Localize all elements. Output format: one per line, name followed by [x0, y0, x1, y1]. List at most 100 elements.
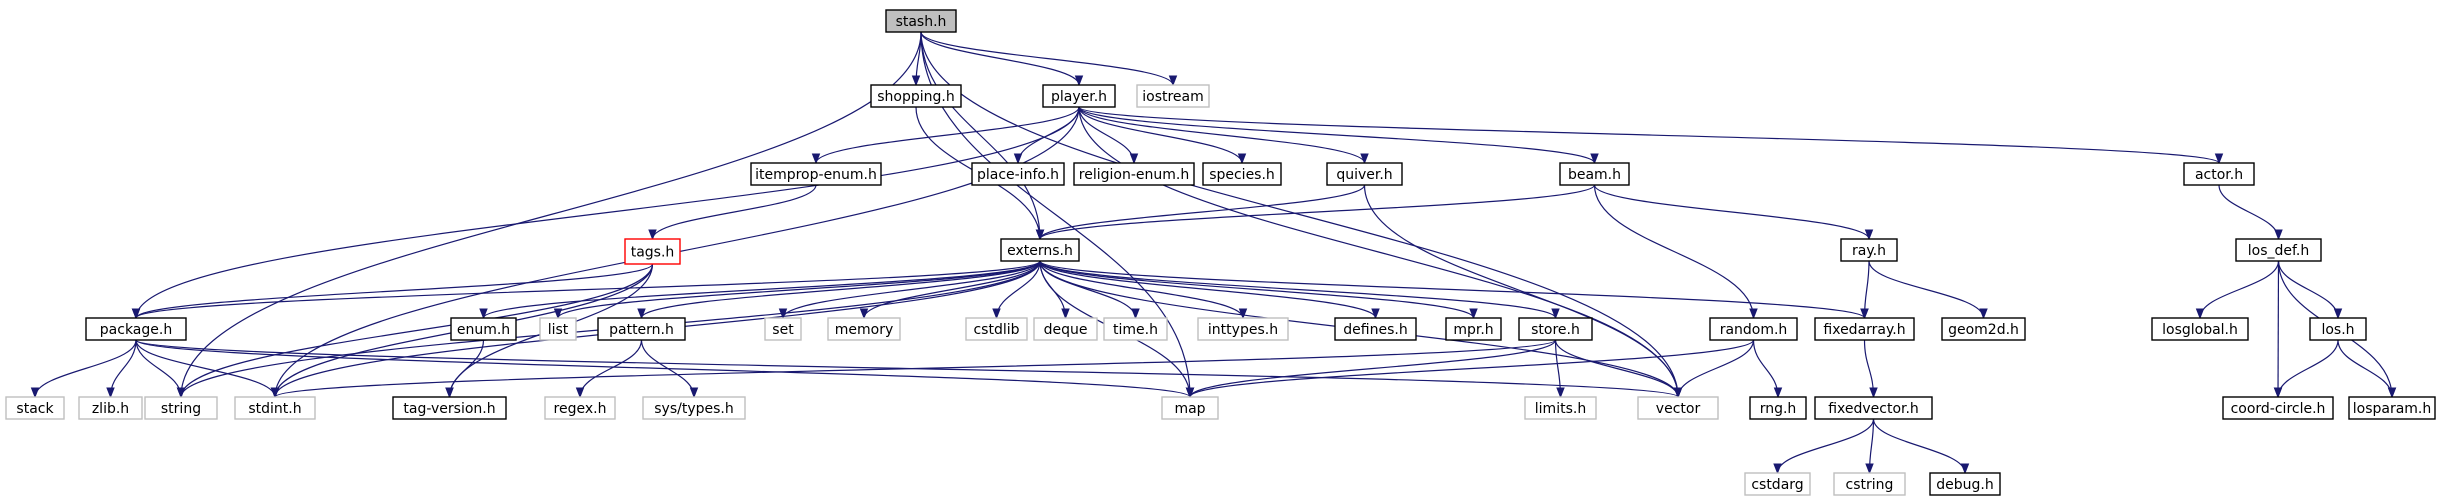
node-label: place-info.h	[977, 167, 1059, 183]
edge-line	[1039, 260, 1377, 319]
node-quiver[interactable]: quiver.h	[1326, 162, 1403, 186]
node-limits: limits.h	[1524, 396, 1597, 420]
edge-player-to-vector	[1078, 106, 1683, 399]
node-label: losglobal.h	[2162, 322, 2238, 338]
node-box	[1833, 472, 1906, 496]
node-losparam[interactable]: losparam.h	[2348, 396, 2436, 420]
edge-fixedvector-to-cstring	[1865, 418, 1875, 475]
node-species[interactable]: species.h	[1202, 162, 1282, 186]
node-box	[2309, 317, 2367, 341]
nodes-layer: stash.h shopping.h player.h iostream itempro…	[5, 9, 2436, 496]
node-box	[597, 317, 686, 341]
arrowhead	[575, 387, 585, 399]
node-losglobal[interactable]: losglobal.h	[2151, 317, 2249, 341]
node-debug[interactable]: debug.h	[1929, 472, 2001, 496]
node-label: tags.h	[631, 245, 675, 261]
edge-line	[920, 31, 1080, 86]
node-random[interactable]: random.h	[1709, 317, 1798, 341]
node-label: defines.h	[1343, 322, 1407, 338]
edge-line	[1039, 184, 1596, 240]
node-box	[1202, 162, 1282, 186]
node-box	[2222, 396, 2334, 420]
arrowhead	[1551, 308, 1560, 320]
node-iostream: iostream	[1136, 84, 1210, 108]
arrowhead	[1469, 308, 1478, 320]
arrowhead	[2214, 153, 2224, 165]
node-stash[interactable]: stash.h	[885, 9, 957, 33]
node-enum[interactable]: enum.h	[450, 317, 517, 341]
node-shopping[interactable]: shopping.h	[870, 84, 962, 108]
node-box	[1929, 472, 2001, 496]
edge-line	[482, 260, 1041, 319]
node-box	[1840, 238, 1898, 262]
node-label: set	[772, 322, 794, 338]
node-box	[1042, 84, 1116, 108]
edge-stash-to-string	[176, 31, 922, 399]
arrowhead	[1074, 75, 1084, 87]
arrowhead	[1013, 153, 1023, 165]
node-rng[interactable]: rng.h	[1749, 396, 1807, 420]
node-tag-version[interactable]: tag-version.h	[392, 396, 507, 420]
node-label: species.h	[1209, 167, 1275, 183]
node-actor[interactable]: actor.h	[2183, 162, 2255, 186]
arrowhead	[648, 229, 657, 241]
node-label: inttypes.h	[1208, 322, 1278, 338]
edge-externs-to-inttypes	[1039, 260, 1248, 320]
arrowhead	[176, 387, 186, 399]
edge-externs-to-package	[131, 260, 1041, 320]
node-label: fixedarray.h	[1823, 322, 1905, 338]
node-label: ray.h	[1852, 243, 1886, 259]
edge-stash-to-player	[920, 31, 1084, 87]
node-package[interactable]: package.h	[85, 317, 187, 341]
arrowhead	[1129, 153, 1139, 165]
edge-los-def-to-los	[2277, 260, 2343, 320]
arrowhead	[553, 308, 563, 320]
node-defines[interactable]: defines.h	[1334, 317, 1417, 341]
edge-line	[815, 106, 1080, 164]
node-place-info[interactable]: place-info.h	[971, 162, 1065, 186]
node-box	[1136, 84, 1210, 108]
node-pattern[interactable]: pattern.h	[597, 317, 686, 341]
node-religion-enum[interactable]: religion-enum.h	[1073, 162, 1195, 186]
edge-los-def-to-losglobal	[2195, 260, 2280, 320]
node-box	[1814, 396, 1933, 420]
node-memory: memory	[827, 317, 901, 341]
arrowhead	[1773, 463, 1782, 475]
node-beam[interactable]: beam.h	[1559, 162, 1630, 186]
node-inttypes: inttypes.h	[1197, 317, 1289, 341]
edge-line	[557, 260, 1041, 319]
node-box	[965, 317, 1028, 341]
node-ray[interactable]: ray.h	[1840, 238, 1898, 262]
edge-line	[1593, 184, 1755, 319]
node-los[interactable]: los.h	[2309, 317, 2367, 341]
node-mpr[interactable]: mpr.h	[1445, 317, 1502, 341]
edge-package-to-string	[135, 339, 186, 399]
node-label: beam.h	[1568, 167, 1621, 183]
node-box	[1073, 162, 1195, 186]
node-fixedarray[interactable]: fixedarray.h	[1814, 317, 1915, 341]
edge-line	[782, 260, 1041, 319]
node-label: mpr.h	[1453, 322, 1493, 338]
node-tags[interactable]: tags.h	[624, 238, 681, 265]
edge-enum-to-tag-version	[445, 339, 485, 399]
node-coord-circle[interactable]: coord-circle.h	[2222, 396, 2334, 420]
arrowhead	[911, 75, 921, 87]
edge-line	[2199, 260, 2280, 319]
node-vector: vector	[1637, 396, 1719, 420]
node-label: enum.h	[457, 322, 510, 338]
node-stack: stack	[5, 396, 65, 420]
node-geom2d[interactable]: geom2d.h	[1941, 317, 2026, 341]
node-store[interactable]: store.h	[1518, 317, 1593, 341]
node-itemprop-enum[interactable]: itemprop-enum.h	[750, 162, 882, 186]
arrowhead	[1869, 387, 1878, 399]
node-los-def[interactable]: los_def.h	[2235, 238, 2322, 262]
node-player[interactable]: player.h	[1042, 84, 1116, 108]
node-label: deque	[1044, 322, 1088, 338]
node-externs[interactable]: externs.h	[1000, 238, 1080, 262]
arrowhead	[2195, 308, 2205, 320]
node-box	[642, 396, 746, 420]
node-fixedvector[interactable]: fixedvector.h	[1814, 396, 1933, 420]
edge-package-to-map	[135, 339, 1195, 399]
node-box	[1637, 396, 1719, 420]
node-deque: deque	[1033, 317, 1098, 341]
